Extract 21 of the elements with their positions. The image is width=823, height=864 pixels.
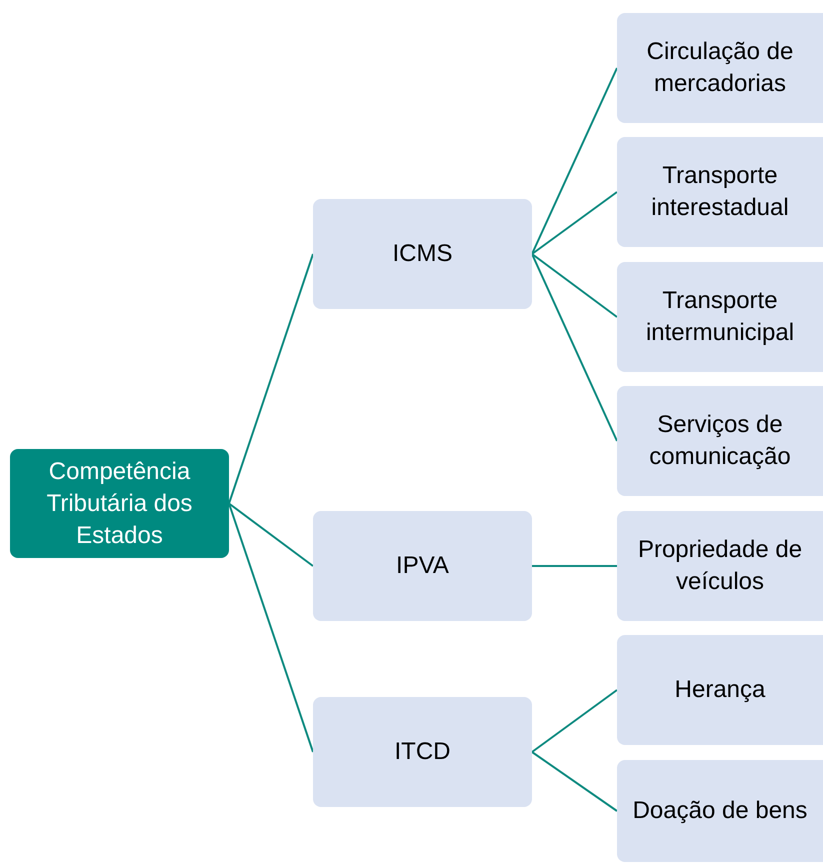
connector-line — [531, 689, 618, 753]
connector-line — [531, 751, 618, 812]
connector-line — [228, 254, 314, 504]
topic-box: Propriedade de veículos — [617, 511, 823, 621]
root-box: Competência Tributária dos Estados — [10, 449, 229, 558]
connector-line — [532, 565, 617, 567]
topic-box: Herança — [617, 635, 823, 745]
connector-line — [531, 68, 618, 254]
topic-box: Serviços de comunicação — [617, 386, 823, 496]
connector-line — [531, 191, 618, 255]
topic-box: Circulação de mercadorias — [617, 13, 823, 123]
topic-box: ICMS — [313, 199, 532, 309]
topic-box: Doação de bens — [617, 760, 823, 862]
connector-line — [531, 254, 618, 442]
topic-box: ITCD — [313, 697, 532, 807]
connector-line — [531, 253, 618, 318]
connector-line — [228, 502, 314, 567]
connector-line — [228, 503, 314, 752]
topic-box: Transporte intermunicipal — [617, 262, 823, 372]
topic-box: Transporte interestadual — [617, 137, 823, 247]
topic-box: IPVA — [313, 511, 532, 621]
